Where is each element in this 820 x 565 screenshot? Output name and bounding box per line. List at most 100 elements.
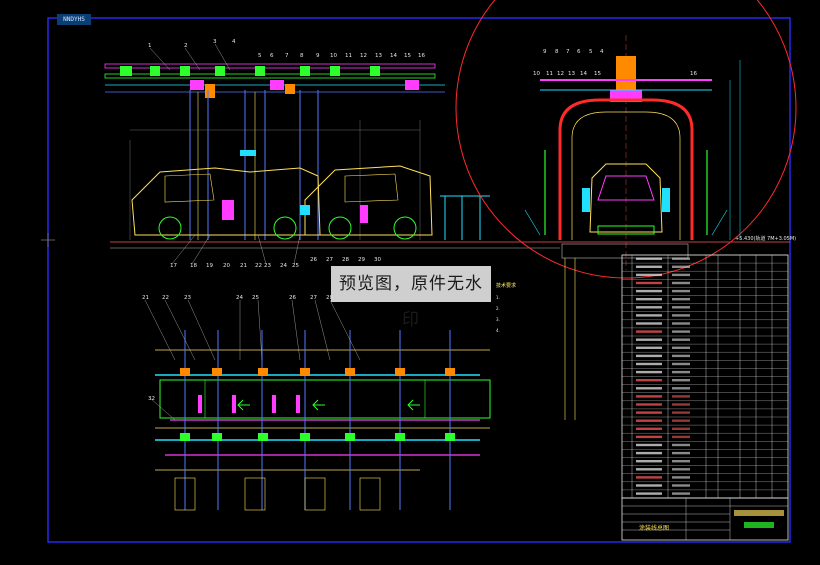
title-block [621, 497, 789, 541]
side-view-callout: 19 [206, 263, 213, 269]
parts-list-row-mark [636, 451, 662, 455]
drawing-code-tag: NNDYHS [57, 14, 91, 25]
side-view-callout: 2 [184, 43, 188, 49]
front-view-callout: 5 [589, 49, 593, 55]
side-view-callout: 1 [148, 43, 152, 49]
parts-list-row-mark [636, 306, 662, 309]
parts-list-row-mark [636, 281, 662, 285]
parts-list-row-mark [672, 322, 690, 325]
parts-list-row-mark [672, 354, 690, 358]
sheet-title: 涂装线总图 [638, 525, 669, 532]
parts-list-row-mark [672, 484, 690, 487]
parts-list-row-mark [636, 338, 662, 341]
parts-list-row-mark [636, 419, 662, 422]
side-view-callout: 17 [170, 263, 177, 269]
side-elevation-view [104, 43, 790, 265]
parts-list-table [621, 254, 789, 499]
side-view-callout: 6 [270, 53, 274, 59]
parts-list-row-mark [672, 460, 690, 463]
parts-list-row-mark [672, 281, 690, 285]
plan-view-callout: 26 [289, 295, 296, 301]
front-view-callout: 12 [557, 71, 564, 77]
side-view-callout: 13 [375, 53, 382, 59]
technical-notes: 技术要求 1. 2. 3. 4. [496, 281, 591, 336]
side-view-callout: 20 [223, 263, 230, 269]
side-view-callout: 28 [342, 257, 349, 263]
drawing-border [47, 17, 791, 543]
parts-list-row-mark [672, 411, 690, 414]
parts-list-row-mark [672, 451, 690, 455]
parts-list-row-mark [672, 273, 690, 277]
notes-title: 技术要求 [496, 283, 517, 289]
parts-list-row-mark [636, 330, 662, 333]
parts-list-row-mark [636, 289, 662, 293]
parts-list-row-mark [636, 265, 662, 268]
side-view-callout: 22 [255, 263, 262, 269]
side-view-callout: 4 [232, 39, 236, 45]
parts-list-row-mark [672, 443, 690, 447]
side-view-callout: 25 [292, 263, 299, 269]
parts-list-row-mark [636, 435, 662, 439]
parts-list-row-mark [636, 370, 662, 374]
front-view-callout: 4 [600, 49, 604, 55]
plan-view-callout: 27 [310, 295, 317, 301]
parts-list-row-mark [636, 273, 662, 277]
parts-list-row-mark [672, 289, 690, 293]
parts-list-row-mark [636, 460, 662, 463]
note-line: 2. [496, 306, 500, 311]
parts-list-row-mark [672, 492, 690, 495]
side-view-callout: 12 [360, 53, 367, 59]
plan-view-callout: 28 [326, 295, 333, 301]
parts-list-row-mark [636, 411, 662, 414]
parts-list-row-mark [636, 298, 662, 301]
side-view-callout: 9 [316, 53, 320, 59]
note-line: 3. [496, 317, 500, 322]
parts-list-row-mark [636, 468, 662, 471]
front-view-callout: 11 [546, 71, 553, 77]
front-view-callout: 10 [533, 71, 540, 77]
side-view-callout: 16 [418, 53, 425, 59]
front-section-view [455, 0, 797, 420]
parts-list-row-mark [672, 387, 690, 390]
parts-list-row-mark [672, 395, 690, 398]
plan-view-callout: 23 [184, 295, 191, 301]
parts-list-row-mark [672, 306, 690, 309]
parts-list-row-mark [636, 322, 662, 325]
front-view-callout: 14 [580, 71, 587, 77]
front-view-callout: 15 [594, 71, 601, 77]
parts-list-row-mark [672, 314, 690, 317]
side-view-callout: 5 [258, 53, 262, 59]
plan-view-callout: 25 [252, 295, 259, 301]
side-view-callout: 3 [213, 39, 217, 45]
front-view-callout: 6 [577, 49, 581, 55]
parts-list-row-mark [636, 257, 662, 260]
front-view-callout: 9 [543, 49, 547, 55]
parts-list-row-mark [672, 257, 690, 260]
plan-view-callout: 32 [148, 396, 155, 402]
level-dimension-note: +5.430(轨道 7M+3.05M) [735, 236, 797, 242]
parts-list-row-mark [672, 379, 690, 382]
preview-watermark: 预览图，原件无水印 [331, 266, 491, 330]
parts-list-row-mark [636, 387, 662, 390]
side-view-callout: 15 [404, 53, 411, 59]
parts-list-row-mark [636, 443, 662, 447]
plan-view-callout: 22 [162, 295, 169, 301]
side-view-callout: 23 [264, 263, 271, 269]
parts-list-row-mark [672, 468, 690, 471]
side-view-callout: 29 [358, 257, 365, 263]
plan-view-callout: 24 [236, 295, 243, 301]
parts-list-row-mark [636, 492, 662, 495]
parts-list-row-mark [636, 427, 662, 430]
parts-list-row-mark [636, 379, 662, 382]
parts-list-row-mark [636, 354, 662, 358]
parts-list-row-mark [636, 362, 662, 366]
side-view-callout: 7 [285, 53, 289, 59]
parts-list-row-mark [672, 427, 690, 430]
side-view-callout: 30 [374, 257, 381, 263]
parts-list-row-mark [636, 403, 662, 406]
parts-list-row-mark [672, 362, 690, 366]
parts-list-row-mark [672, 298, 690, 301]
crosshair-icon [41, 233, 55, 247]
parts-list-row-mark [636, 484, 662, 487]
parts-list-row-mark [672, 346, 690, 349]
